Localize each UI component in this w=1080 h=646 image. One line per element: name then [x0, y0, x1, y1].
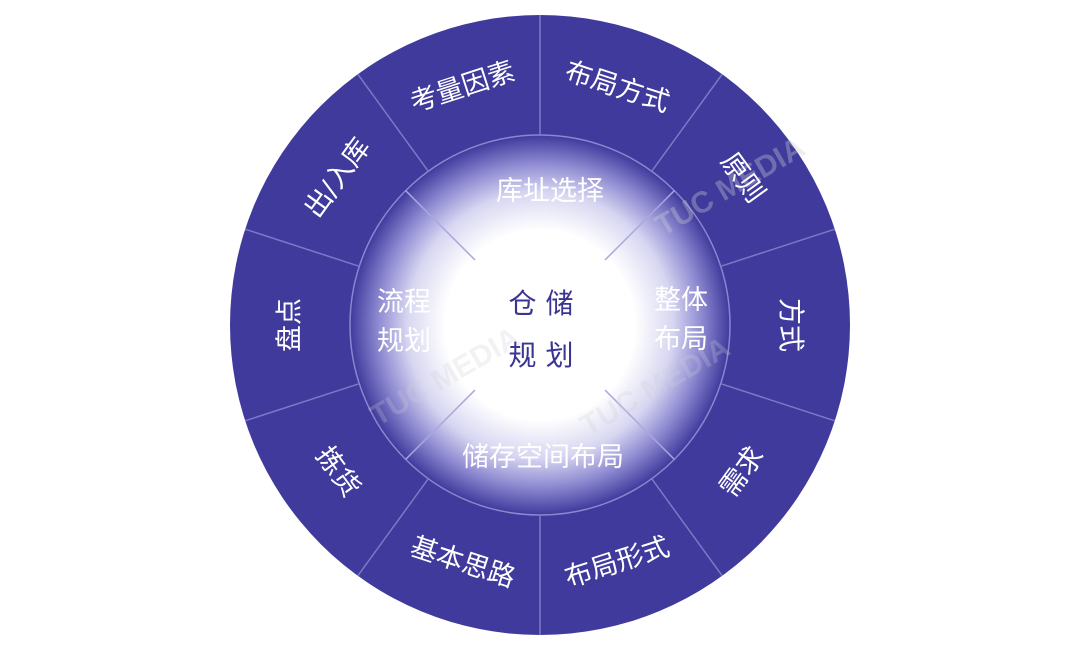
middle-divider	[604, 190, 675, 261]
center-label-line1: 仓 储	[509, 287, 574, 320]
middle-label-right-2: 布局	[654, 324, 708, 355]
middle-label-left-1: 流程	[377, 287, 431, 318]
outer-divider	[357, 478, 429, 577]
middle-label-top: 库址选择	[496, 176, 604, 207]
outer-dividers	[244, 15, 836, 635]
middle-label-right-1: 整体	[654, 285, 708, 316]
center-label-line2: 规 划	[509, 339, 574, 372]
middle-divider	[604, 389, 675, 460]
outer-divider	[357, 73, 429, 172]
outer-divider	[651, 73, 723, 172]
outer-label-pandian: 盘点	[275, 298, 306, 352]
outer-divider	[244, 228, 360, 268]
middle-label-bottom: 储存空间布局	[462, 442, 624, 473]
outer-label-fangshi: 方式	[775, 298, 806, 352]
center-core	[448, 233, 632, 417]
outer-divider	[720, 382, 836, 422]
outer-divider	[244, 382, 360, 422]
middle-label-left-2: 规划	[377, 326, 431, 357]
outer-divider	[651, 478, 723, 577]
outer-divider	[720, 228, 836, 268]
middle-dividers	[405, 190, 675, 460]
middle-divider	[405, 190, 476, 261]
middle-divider	[405, 389, 476, 460]
